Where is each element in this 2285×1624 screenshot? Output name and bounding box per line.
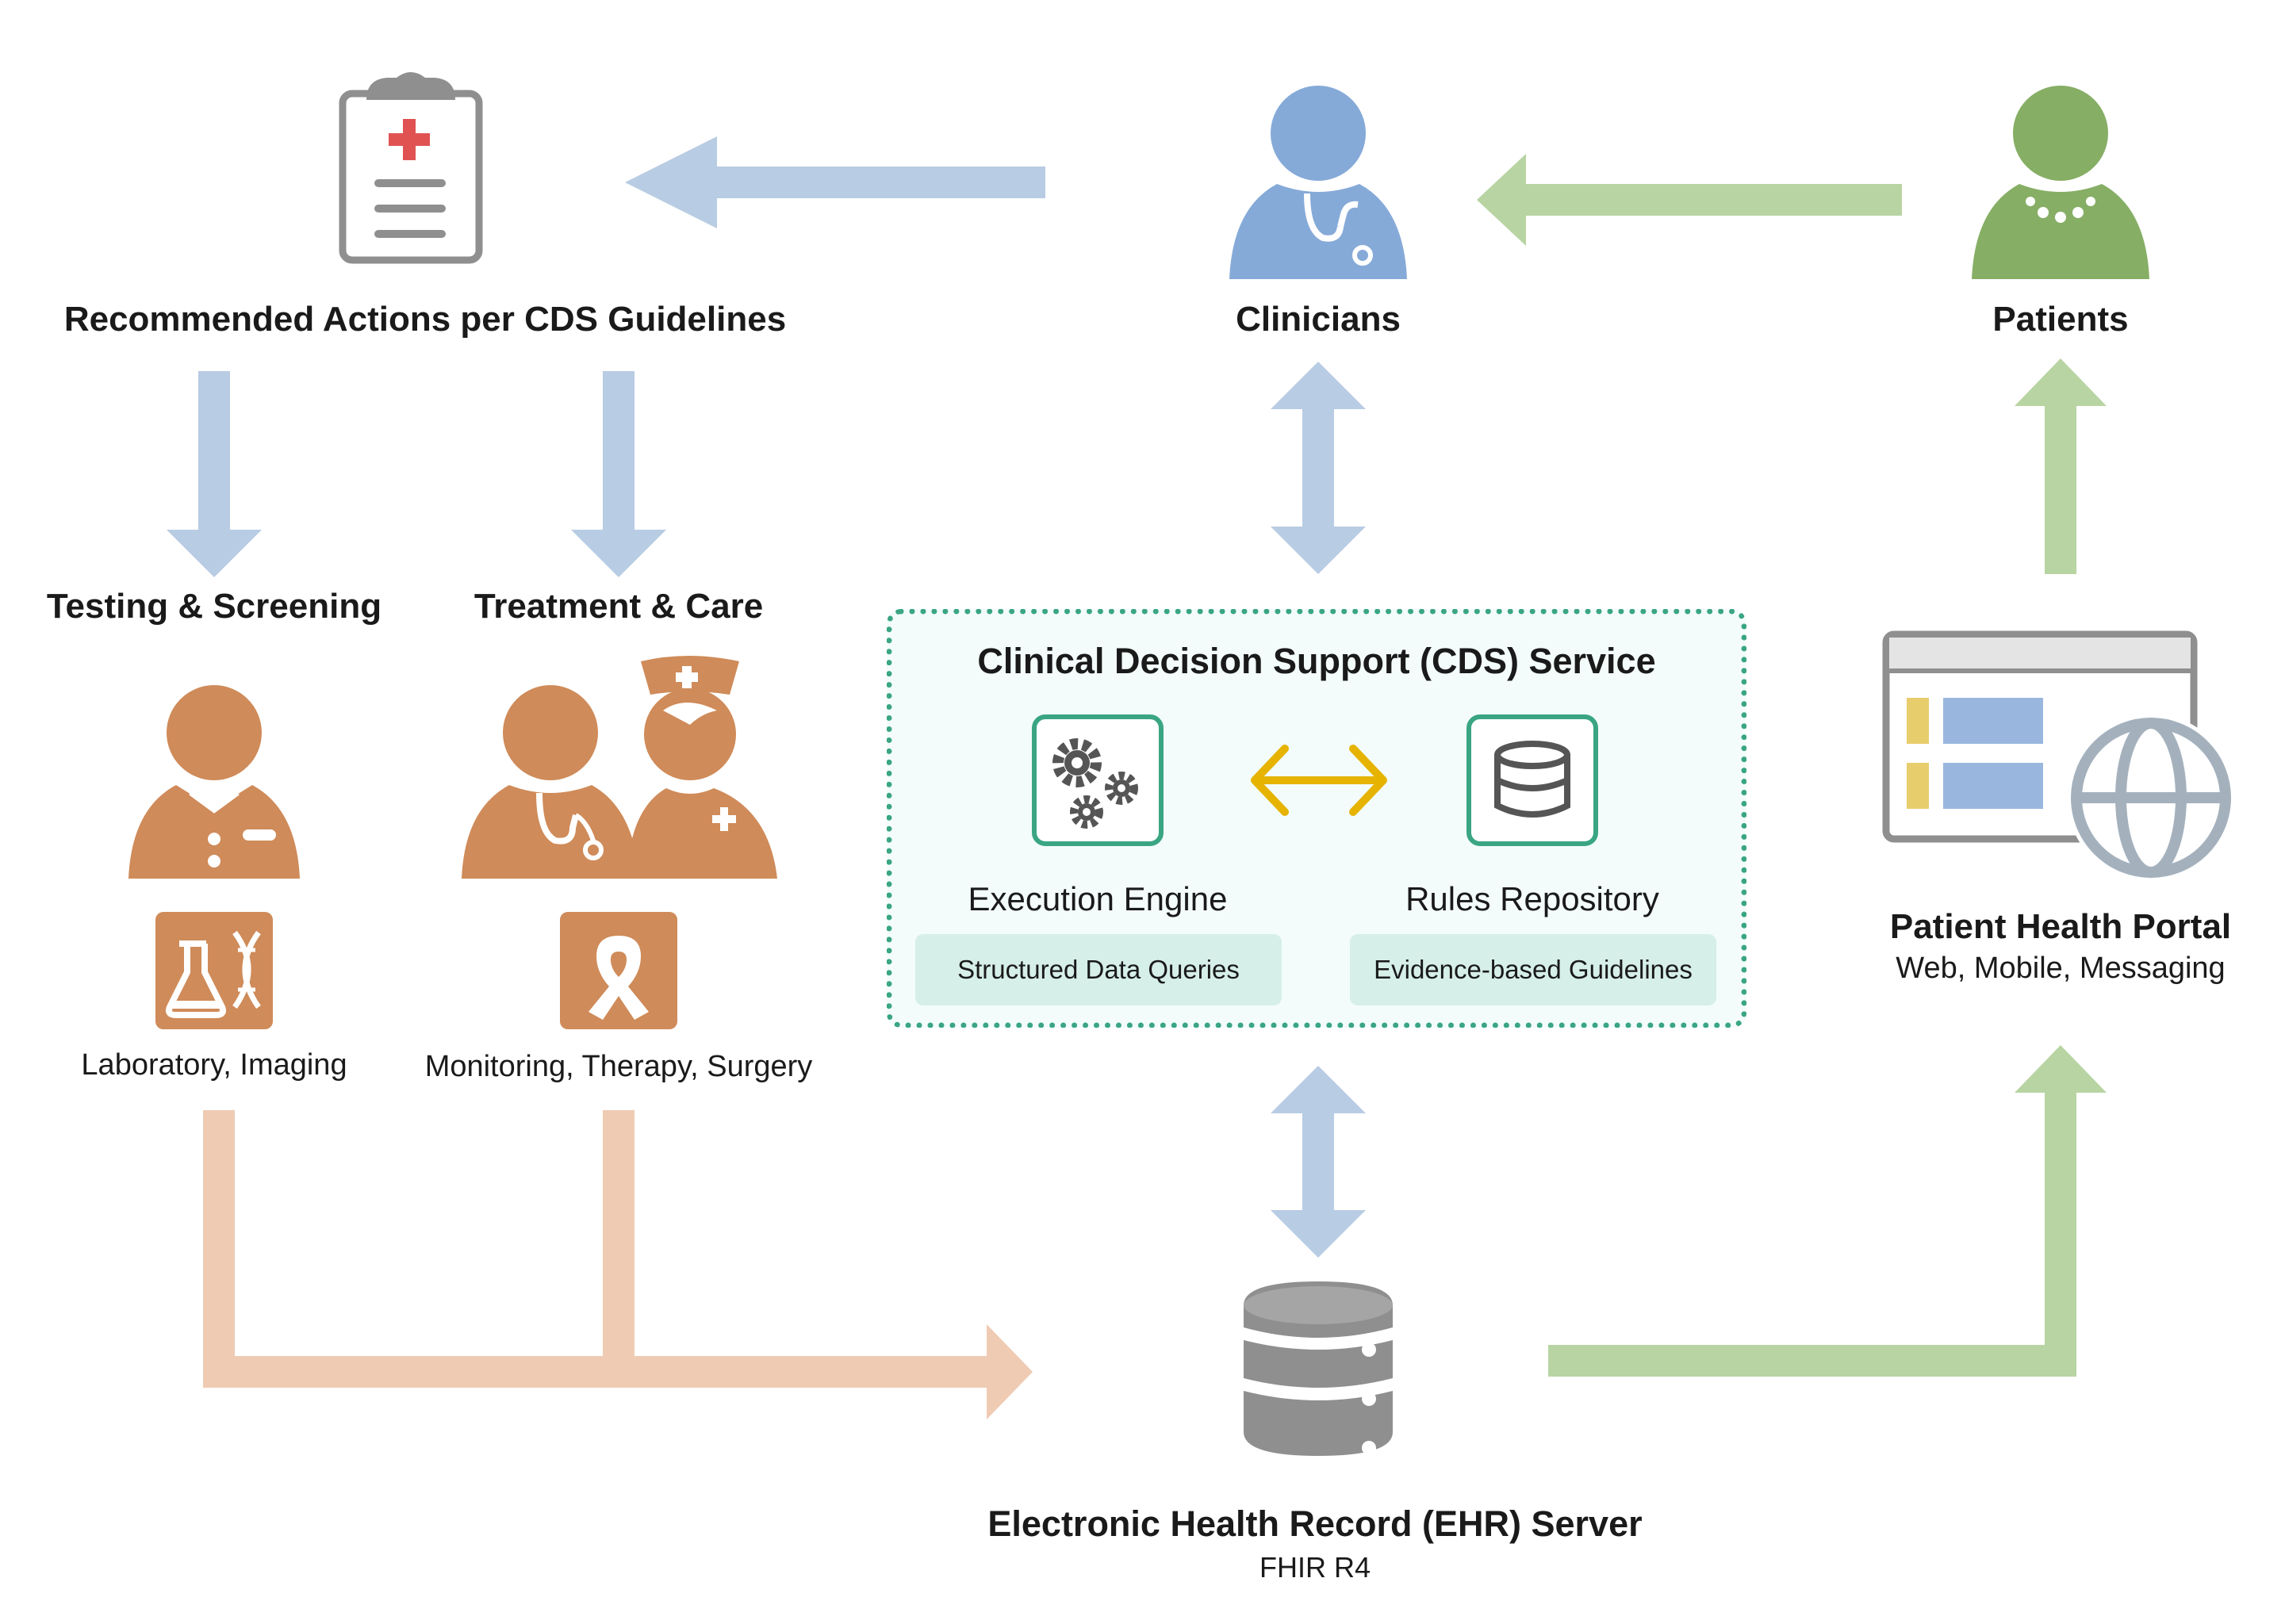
bidirectional-arrow-icon — [1251, 745, 1387, 816]
arrow-patients-to-clinicians — [1477, 154, 1902, 246]
arrow-clinicians-cds — [1271, 362, 1366, 574]
globe-icon — [2067, 714, 2235, 882]
testing-screening-label: Testing & Screening — [46, 587, 382, 626]
arrow-actions-to-treatment — [571, 371, 666, 577]
lab-dna-icon — [155, 912, 273, 1029]
arrow-portal-to-patients — [2015, 358, 2107, 574]
server-icon — [1244, 1281, 1393, 1456]
clipboard-icon — [339, 72, 483, 264]
arrow-care-to-ehr — [203, 1110, 1033, 1419]
ehr-server-subtitle: FHIR R4 — [1259, 1551, 1371, 1584]
lab-imaging-label: Laboratory, Imaging — [81, 1048, 347, 1082]
gears-icon — [1032, 714, 1164, 846]
clinicians-label: Clinicians — [1236, 300, 1401, 339]
monitoring-label: Monitoring, Therapy, Surgery — [424, 1050, 813, 1083]
cds-service-title: Clinical Decision Support (CDS) Service — [977, 641, 1656, 681]
arrow-ehr-to-portal — [1548, 1045, 2107, 1377]
arrow-clinicians-to-actions — [625, 136, 1045, 228]
recommended-actions-label: Recommended Actions per CDS Guidelines — [63, 300, 787, 339]
portal-subtitle: Web, Mobile, Messaging — [1896, 952, 2226, 985]
portal-title: Patient Health Portal — [1889, 907, 2232, 946]
arrow-cds-ehr — [1271, 1066, 1366, 1258]
execution-engine-label: Execution Engine — [968, 880, 1228, 917]
execution-engine-sub: Structured Data Queries — [915, 934, 1282, 1005]
patient-icon — [1972, 86, 2149, 279]
arrow-actions-to-testing — [167, 371, 262, 577]
ribbon-icon — [560, 912, 677, 1029]
treatment-care-label: Treatment & Care — [473, 587, 764, 626]
doctor-nurse-icon — [462, 656, 777, 879]
lab-staff-icon — [128, 685, 300, 879]
rules-repository-label: Rules Repository — [1405, 880, 1659, 917]
ehr-server-title: Electronic Health Record (EHR) Server — [987, 1503, 1643, 1544]
patients-label: Patients — [1992, 300, 2129, 339]
database-icon — [1466, 714, 1598, 846]
rules-repository-sub: Evidence-based Guidelines — [1350, 934, 1716, 1005]
clinician-icon — [1229, 86, 1407, 279]
